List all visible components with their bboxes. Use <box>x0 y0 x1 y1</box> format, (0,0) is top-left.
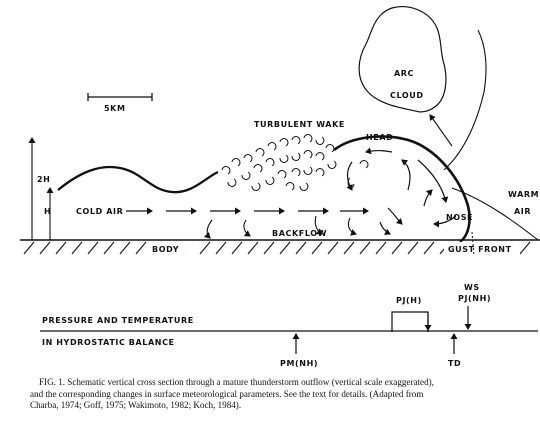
height-h-label: H <box>44 207 51 216</box>
cloud-label: CLOUD <box>390 91 424 100</box>
surface-parameters-panel: PRESSURE AND TEMPERATURE IN HYDROSTATIC … <box>40 283 538 368</box>
cold-air-label: COLD AIR <box>76 207 123 216</box>
body-label: BODY <box>152 245 179 254</box>
td-label: TD <box>448 359 461 368</box>
warm-air-boundary: WARM AIR <box>444 30 539 240</box>
height-2h-label: 2H <box>37 175 50 184</box>
pressure-label-line1: PRESSURE AND TEMPERATURE <box>42 316 194 325</box>
scale-label: 5KM <box>104 104 126 113</box>
arc-label: ARC <box>394 69 414 78</box>
arc-cloud: ARC CLOUD <box>359 7 452 146</box>
pj-nh-label: PJ(NH) <box>458 294 491 303</box>
ws-label: WS <box>464 283 480 292</box>
gust-front-label: GUST FRONT <box>448 245 512 254</box>
height-markers: 2H H <box>28 138 55 240</box>
warm-label: WARM <box>508 190 539 199</box>
backflow-label: BACKFLOW <box>272 229 327 238</box>
figure-caption: FIG. 1. Schematic vertical cross section… <box>30 377 538 412</box>
caption-line-1: FIG. 1. Schematic vertical cross section… <box>30 377 538 389</box>
pj-h-label: PJ(H) <box>396 296 422 305</box>
pm-nh-label: PM(NH) <box>280 359 318 368</box>
pressure-label-line2: IN HYDROSTATIC BALANCE <box>42 338 175 347</box>
turbulent-wake-label: TURBULENT WAKE <box>254 120 345 129</box>
scale-bar: 5KM <box>88 93 152 113</box>
head-label: HEAD <box>366 133 393 142</box>
head-circulation-arrows <box>348 151 457 235</box>
caption-line-2: and the corresponding changes in surface… <box>30 389 538 401</box>
nose-label: NOSE <box>446 213 473 222</box>
air-label: AIR <box>514 207 531 216</box>
caption-line-3: Charba, 1974; Goff, 1975; Wakimoto, 1982… <box>30 400 538 412</box>
